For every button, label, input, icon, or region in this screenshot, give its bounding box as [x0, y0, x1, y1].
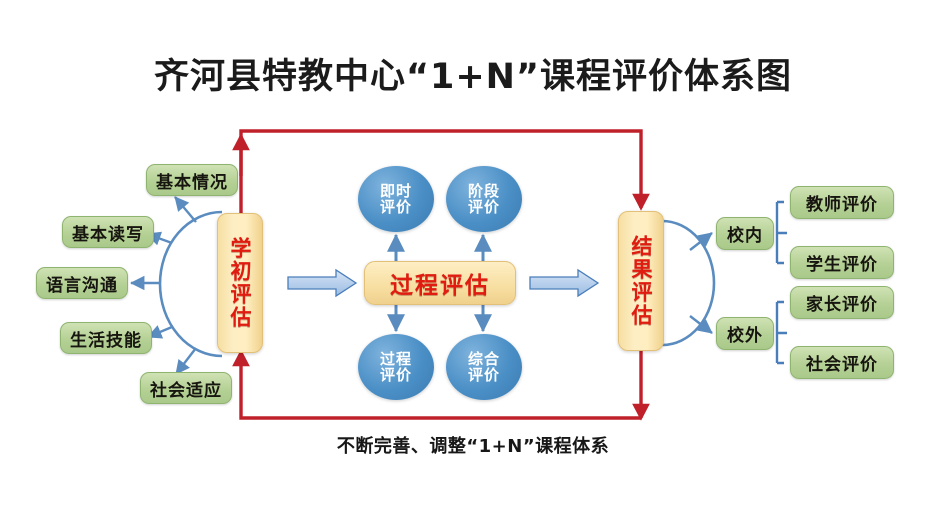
- result-arc: [661, 219, 716, 347]
- initial-assessment-arc: [158, 210, 223, 358]
- result-item-society[interactable]: 社会评价: [790, 346, 894, 379]
- process-evaluation-line1: 过程: [379, 349, 412, 368]
- process-evaluation-line2: 评价: [467, 198, 500, 216]
- arrow-process-to-result: [529, 268, 600, 298]
- result-item-label: 教师评价: [806, 195, 878, 215]
- assessment-item-label: 基本读写: [72, 224, 144, 245]
- result-group-label: 校内: [727, 226, 763, 246]
- process-evaluation-0[interactable]: 即时 评价: [358, 166, 434, 232]
- red-feedback-loop-top: [232, 129, 650, 214]
- stage-result-assessment-label: 结果评估: [629, 235, 653, 327]
- result-item-label: 学生评价: [806, 255, 878, 275]
- stage-process-assessment[interactable]: 过程评估: [364, 261, 516, 305]
- result-arrows: [689, 232, 713, 334]
- assessment-item-label: 基本情况: [156, 172, 228, 193]
- assessment-item-label: 社会适应: [150, 380, 222, 401]
- assessment-item-1[interactable]: 基本读写: [62, 216, 154, 248]
- result-group-label: 校外: [727, 326, 763, 346]
- assessment-item-0[interactable]: 基本情况: [146, 164, 238, 196]
- process-evaluation-line2: 评价: [379, 198, 412, 216]
- process-evaluation-line2: 评价: [467, 366, 500, 384]
- bracket-school-inside: [775, 200, 787, 265]
- page-title: 齐河县特教中心“1+N”课程评价体系图: [154, 57, 792, 97]
- result-item-label: 家长评价: [806, 295, 878, 315]
- arrow-initial-to-process: [287, 268, 358, 298]
- process-evaluation-3[interactable]: 综合 评价: [446, 334, 522, 400]
- assessment-item-2[interactable]: 语言沟通: [36, 267, 128, 299]
- process-evaluation-1[interactable]: 阶段 评价: [446, 166, 522, 232]
- stage-process-assessment-label: 过程评估: [390, 273, 490, 299]
- stage-initial-assessment-label: 学初评估: [228, 237, 252, 329]
- process-evaluation-line1: 阶段: [467, 181, 500, 200]
- result-item-student[interactable]: 学生评价: [790, 246, 894, 279]
- stage-result-assessment[interactable]: 结果评估: [618, 211, 664, 351]
- bracket-school-outside: [775, 300, 787, 365]
- assessment-item-label: 语言沟通: [46, 275, 118, 296]
- process-evaluation-line2: 评价: [379, 366, 412, 384]
- stage-initial-assessment[interactable]: 学初评估: [217, 213, 263, 353]
- assessment-item-4[interactable]: 社会适应: [140, 372, 232, 404]
- assessment-item-3[interactable]: 生活技能: [60, 322, 152, 354]
- result-item-teacher[interactable]: 教师评价: [790, 186, 894, 219]
- process-evaluation-line1: 即时: [379, 181, 412, 200]
- result-item-parent[interactable]: 家长评价: [790, 286, 894, 319]
- result-item-label: 社会评价: [806, 355, 878, 375]
- red-feedback-loop-bottom: [232, 345, 650, 421]
- result-group-school-outside[interactable]: 校外: [716, 317, 774, 350]
- assessment-item-label: 生活技能: [70, 330, 142, 351]
- process-ellipse-connectors: [387, 233, 492, 333]
- result-group-school-inside[interactable]: 校内: [716, 217, 774, 250]
- footer-caption: 不断完善、调整“1+N”课程体系: [336, 436, 610, 457]
- process-evaluation-line1: 综合: [467, 349, 500, 368]
- process-evaluation-2[interactable]: 过程 评价: [358, 334, 434, 400]
